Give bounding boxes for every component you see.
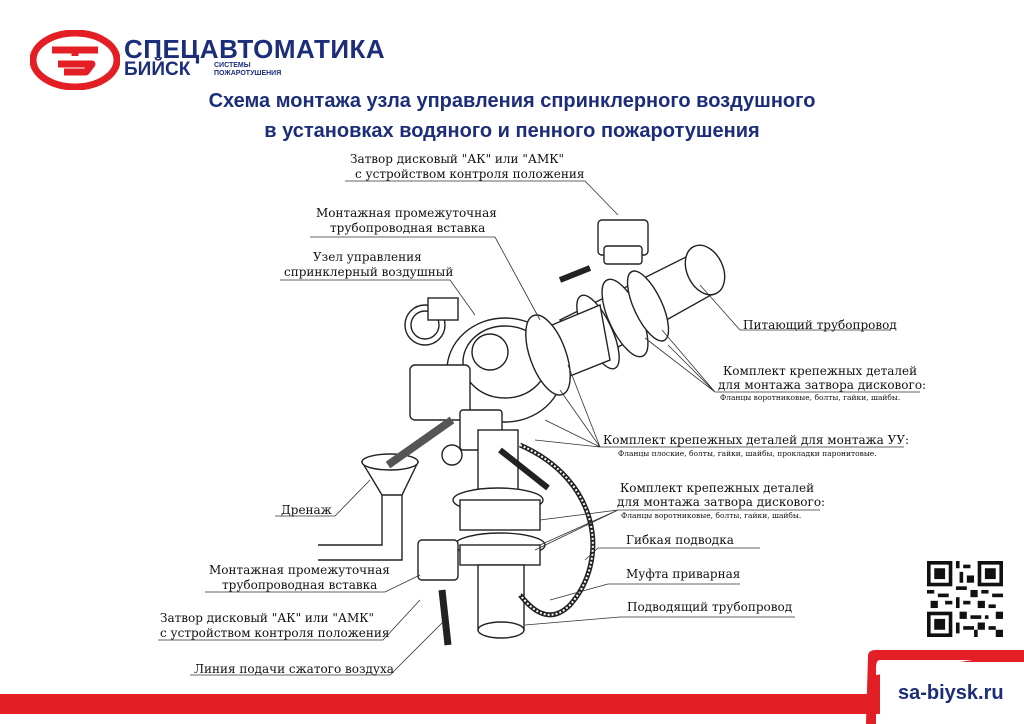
label-valve-bottom-2: с устройством контроля положения bbox=[160, 626, 390, 640]
label-valve-bottom-1: Затвор дисковый "АК" или "АМК" bbox=[160, 611, 375, 625]
label-supply-pipe: Питающий трубопровод bbox=[743, 318, 897, 332]
label-kit-lower-note: Фланцы воротниковые, болты, гайки, шайбы… bbox=[621, 511, 802, 520]
label-kit-upper-note: Фланцы воротниковые, болты, гайки, шайбы… bbox=[720, 393, 901, 402]
label-air-line: Линия подачи сжатого воздуха bbox=[194, 662, 394, 676]
page-title-line2: в установках водяного и пенного пожароту… bbox=[264, 120, 760, 142]
label-valve-top-2: с устройством контроля положения bbox=[355, 167, 585, 181]
brand-city: БИЙСК bbox=[124, 59, 191, 80]
label-valve-top-1: Затвор дисковый "АК" или "АМК" bbox=[350, 152, 565, 166]
spetsavtomatika-logo-icon bbox=[30, 30, 120, 90]
label-control-unit-2: спринклерный воздушный bbox=[284, 265, 454, 279]
lower-valve-actuator bbox=[417, 539, 459, 581]
label-kit-upper-2: для монтажа затвора дискового: bbox=[718, 378, 927, 392]
brand-subtitle: СИСТЕМЫ ПОЖАРОТУШЕНИЯ bbox=[214, 62, 282, 77]
label-insert-bottom-2: трубопроводная вставка bbox=[222, 578, 378, 592]
brand-name: СПЕЦАВТОМАТИКА bbox=[124, 34, 386, 64]
label-insert-top-1: Монтажная промежуточная bbox=[316, 206, 497, 220]
label-kit-lower-1: Комплект крепежных деталей bbox=[620, 481, 815, 495]
label-flex-hose: Гибкая подводка bbox=[626, 533, 734, 547]
label-insert-top-2: трубопроводная вставка bbox=[330, 221, 486, 235]
label-kit-lower-2: для монтажа затвора дискового: bbox=[617, 495, 826, 509]
label-kit-uu: Комплект крепежных деталей для монтажа У… bbox=[603, 433, 910, 447]
inlet-pipe bbox=[477, 564, 525, 631]
label-drain: Дренаж bbox=[281, 503, 332, 517]
label-insert-bottom-1: Монтажная промежуточная bbox=[209, 563, 390, 577]
label-inlet-pipe: Подводящий трубопровод bbox=[627, 600, 793, 614]
site-url[interactable]: sa-biysk.ru bbox=[898, 682, 1004, 704]
qr-code-icon bbox=[927, 561, 1003, 637]
label-weld-coupling: Муфта приварная bbox=[626, 567, 741, 581]
label-kit-upper-1: Комплект крепежных деталей bbox=[723, 364, 918, 378]
label-control-unit-1: Узел управления bbox=[313, 250, 422, 264]
label-kit-uu-note: Фланцы плоские, болты, гайки, шайбы, про… bbox=[618, 449, 877, 458]
page-title-line1: Схема монтажа узла управления спринклерн… bbox=[208, 90, 816, 112]
